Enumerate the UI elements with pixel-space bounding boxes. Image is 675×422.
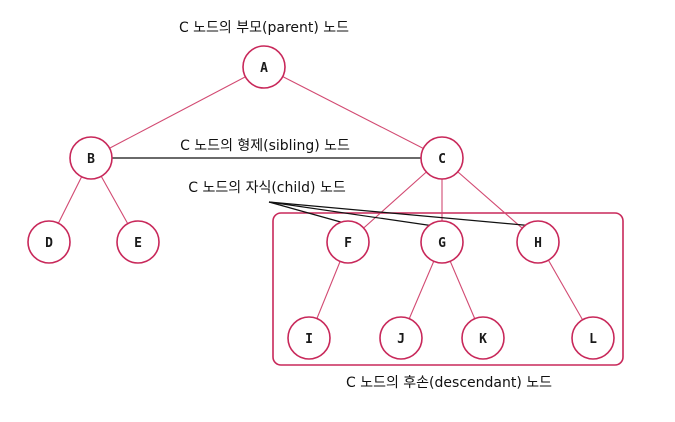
node-i-label: I	[305, 332, 313, 347]
node-h-label: H	[534, 236, 542, 251]
node-h: H	[516, 220, 560, 264]
node-l-circle	[571, 316, 615, 360]
node-g: G	[420, 220, 464, 264]
descendant-annotation: C 노드의 후손(descendant) 노드	[346, 375, 552, 391]
node-e-circle	[116, 220, 160, 264]
node-g-circle	[420, 220, 464, 264]
node-e-label: E	[134, 236, 142, 251]
node-c-label: C	[438, 152, 446, 167]
node-a-label: A	[260, 61, 268, 76]
node-a-circle	[242, 45, 286, 89]
node-d: D	[27, 220, 71, 264]
node-i-circle	[287, 316, 331, 360]
node-b: B	[69, 136, 113, 180]
node-b-circle	[69, 136, 113, 180]
node-d-circle	[27, 220, 71, 264]
node-f: F	[326, 220, 370, 264]
child-pointer-lines	[268, 201, 535, 227]
node-d-label: D	[45, 236, 53, 251]
node-c-circle	[420, 136, 464, 180]
node-k: K	[461, 316, 505, 360]
node-a: A	[242, 45, 286, 89]
edge-a-c	[263, 66, 443, 159]
node-e: E	[116, 220, 160, 264]
node-j-circle	[379, 316, 423, 360]
edge-a-b	[90, 66, 265, 159]
node-l: L	[571, 316, 615, 360]
parent-annotation: C 노드의 부모(parent) 노드	[179, 20, 349, 36]
node-c: C	[420, 136, 464, 180]
node-i: I	[287, 316, 331, 360]
descendant-group-box	[272, 212, 624, 366]
node-l-label: L	[589, 332, 597, 347]
child-pointer-h	[268, 201, 535, 227]
node-k-circle	[461, 316, 505, 360]
child-pointer-g	[268, 201, 435, 227]
node-b-label: B	[87, 152, 95, 167]
sibling-annotation: C 노드의 형제(sibling) 노드	[180, 138, 350, 154]
node-f-label: F	[344, 236, 352, 251]
node-j-label: J	[397, 332, 405, 347]
child-annotation: C 노드의 자식(child) 노드	[188, 180, 346, 196]
node-h-circle	[516, 220, 560, 264]
node-g-label: G	[438, 236, 446, 251]
node-j: J	[379, 316, 423, 360]
tree-edges	[48, 66, 594, 339]
node-k-label: K	[479, 332, 487, 347]
node-f-circle	[326, 220, 370, 264]
